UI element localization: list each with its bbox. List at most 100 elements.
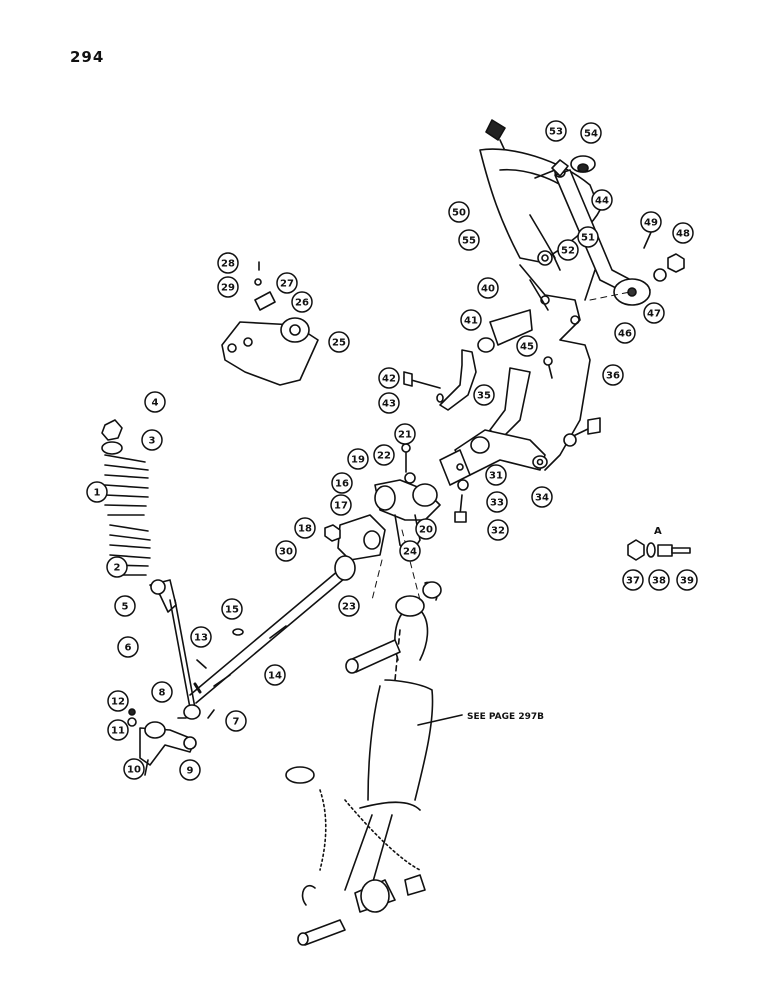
callout-label: 14 [268, 671, 282, 682]
callout-12: 12 [107, 690, 129, 712]
callout-label: 27 [280, 279, 294, 290]
callout-label: 38 [652, 576, 666, 587]
callout-circle [676, 569, 698, 591]
callout-circle [591, 189, 613, 211]
callout-circle [373, 444, 395, 466]
callout-label: 3 [149, 436, 156, 447]
spring-rod [169, 599, 191, 709]
callout-label: 24 [403, 547, 417, 558]
callout-42: 42 [378, 367, 400, 389]
reference-leader-line [417, 714, 463, 726]
callout-circle [648, 569, 670, 591]
cotter-pin [643, 229, 653, 249]
parts-artwork [101, 119, 691, 946]
callout-7: 7 [225, 710, 247, 732]
callout-43: 43 [378, 392, 400, 414]
callout-label: 29 [221, 283, 235, 294]
callout-51: 51 [577, 226, 599, 248]
callout-circle [141, 429, 163, 451]
callout-label: 22 [377, 451, 391, 462]
callout-label: 12 [111, 697, 125, 708]
callout-label: 28 [221, 259, 235, 270]
callout-label: 20 [419, 525, 433, 536]
callout-33: 33 [486, 491, 508, 513]
lever-arm [489, 367, 531, 441]
callout-label: 32 [491, 526, 505, 537]
callout-47: 47 [643, 302, 665, 324]
callout-26: 26 [291, 291, 313, 313]
pedal-clip [551, 159, 569, 177]
callout-20: 20 [415, 518, 437, 540]
reference-note: SEE PAGE 297B [467, 712, 544, 722]
callout-circle [485, 464, 507, 486]
callout-circle [114, 595, 136, 617]
callout-18: 18 [294, 517, 316, 539]
callout-circle [190, 626, 212, 648]
callout-9: 9 [179, 759, 201, 781]
nut-18 [324, 524, 341, 542]
callout-4: 4 [144, 391, 166, 413]
callout-label: 46 [618, 329, 632, 340]
callout-24: 24 [399, 540, 421, 562]
callout-52: 52 [557, 239, 579, 261]
pin-15 [232, 628, 244, 636]
callout-31: 31 [485, 464, 507, 486]
callout-circle [643, 302, 665, 324]
callout-label: 18 [298, 524, 312, 535]
callout-circle [458, 229, 480, 251]
callout-16: 16 [331, 472, 353, 494]
callout-8: 8 [151, 681, 173, 703]
callout-circle [545, 120, 567, 142]
callout-30: 30 [275, 540, 297, 562]
callout-label: 1 [94, 488, 101, 499]
callout-6: 6 [117, 636, 139, 658]
callout-circle [217, 252, 239, 274]
callout-circle [486, 491, 508, 513]
callout-10: 10 [123, 758, 145, 780]
callout-label: 48 [676, 229, 690, 240]
pedal-arm [479, 119, 601, 271]
washer [436, 393, 444, 403]
callout-label: 42 [382, 374, 396, 385]
callout-label: 19 [351, 455, 365, 466]
callout-54: 54 [580, 122, 602, 144]
clevis [374, 479, 441, 556]
callout-40: 40 [477, 277, 499, 299]
callout-label: 44 [595, 196, 609, 207]
yoke-block [439, 429, 548, 486]
callout-45: 45 [516, 335, 538, 357]
callout-label: 11 [111, 726, 125, 737]
callout-5: 5 [114, 595, 136, 617]
callout-circle [221, 598, 243, 620]
page-number: 294 [70, 48, 105, 66]
callout-15: 15 [221, 598, 243, 620]
callout-label: 47 [647, 309, 661, 320]
callout-48: 48 [672, 222, 694, 244]
callout-circle [378, 392, 400, 414]
callout-36: 36 [602, 364, 624, 386]
callout-circle [225, 710, 247, 732]
callout-label: 10 [127, 765, 141, 776]
key-13 [196, 659, 207, 669]
callout-circle [448, 201, 470, 223]
callout-1: 1 [86, 481, 108, 503]
callout-38: 38 [648, 569, 670, 591]
callout-2: 2 [106, 556, 128, 578]
washer-29 [254, 278, 262, 286]
lock-washer [653, 268, 667, 282]
callout-circle [291, 291, 313, 313]
mount-bracket [439, 309, 533, 411]
callout-label: 40 [481, 284, 495, 295]
callout-circle [107, 690, 129, 712]
callout-circle [473, 384, 495, 406]
callout-29: 29 [217, 276, 239, 298]
callout-circle [622, 569, 644, 591]
callout-circle [460, 309, 482, 331]
callout-41: 41 [460, 309, 482, 331]
callout-circle [516, 335, 538, 357]
callout-label: 4 [152, 398, 159, 409]
callout-label: 36 [606, 371, 620, 382]
callout-label: 31 [489, 471, 503, 482]
callout-label: 26 [295, 298, 309, 309]
